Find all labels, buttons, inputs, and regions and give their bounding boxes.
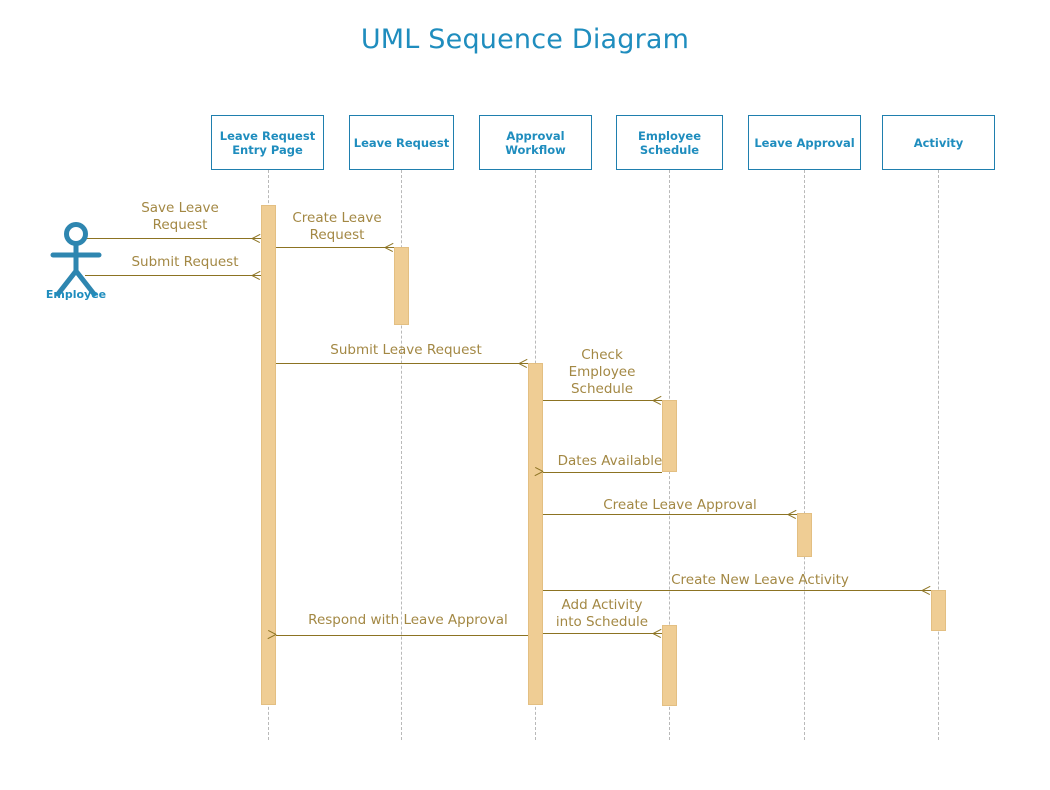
lifeline-stem-leave-approval [804,170,805,740]
message-label-add-activity-into-schedule: Add Activity into Schedule [555,597,649,630]
activation-bar-leave-request [394,247,409,325]
activation-bar-employee-schedule-1 [662,400,677,472]
activation-bar-approval-workflow [528,363,543,705]
lifeline-label-entry-page: Leave Request Entry Page [219,128,316,157]
activation-bar-entry-page [261,205,276,705]
message-line-respond-with-leave-approval [276,635,528,636]
activation-bar-employee-schedule-2 [662,625,677,706]
lifeline-label-leave-request: Leave Request [353,135,450,150]
lifeline-stem-leave-request [401,170,402,740]
activation-bar-activity [931,590,946,631]
lifeline-header-leave-request[interactable]: Leave Request [349,115,454,170]
lifeline-header-entry-page[interactable]: Leave Request Entry Page [211,115,324,170]
message-line-create-leave-approval [543,514,797,515]
lifeline-stem-activity [938,170,939,740]
arrow-head-add-activity-into-schedule [653,633,662,642]
lifeline-header-approval-workflow[interactable]: Approval Workflow [479,115,592,170]
arrow-head-dates-available [543,472,552,481]
page-title: UML Sequence Diagram [360,24,690,55]
lifeline-header-leave-approval[interactable]: Leave Approval [748,115,861,170]
lifeline-label-employee-schedule: Employee Schedule [637,128,701,157]
lifeline-label-leave-approval: Leave Approval [754,135,855,150]
message-line-create-new-leave-activity [543,590,931,591]
arrow-head-create-leave-approval [788,514,797,523]
message-label-submit-leave-request: Submit Leave Request [330,342,482,358]
message-label-respond-with-leave-approval: Respond with Leave Approval [308,612,508,628]
message-line-submit-leave-request [276,363,528,364]
lifeline-header-activity[interactable]: Activity [882,115,995,170]
message-label-check-employee-schedule: Check Employee Schedule [568,347,636,397]
message-label-dates-available: Dates Available [557,453,663,469]
arrow-head-create-new-leave-activity [922,590,931,599]
lifeline-label-activity: Activity [913,135,964,150]
lifeline-label-approval-workflow: Approval Workflow [505,128,566,157]
message-label-create-leave-request: Create Leave Request [292,210,382,243]
arrow-head-save-leave-request [252,238,261,247]
arrow-head-check-employee-schedule [653,400,662,409]
arrow-head-submit-leave-request [519,363,528,372]
arrow-head-respond-with-leave-approval [276,635,285,644]
activation-bar-leave-approval [797,513,812,557]
arrow-head-submit-request [252,275,261,284]
message-label-save-leave-request: Save Leave Request [141,200,219,233]
stick-figure-actor-icon[interactable] [48,222,104,304]
arrow-head-create-leave-request [385,247,394,256]
lifeline-header-employee-schedule[interactable]: Employee Schedule [616,115,723,170]
message-label-submit-request: Submit Request [131,254,239,270]
message-label-create-leave-approval: Create Leave Approval [603,497,757,513]
message-line-check-employee-schedule [543,400,662,401]
message-line-create-leave-request [276,247,394,248]
message-line-save-leave-request [85,238,261,239]
message-line-dates-available [543,472,662,473]
message-line-submit-request [85,275,261,276]
actor-label-employee: Employee [45,288,107,301]
message-line-add-activity-into-schedule [543,633,662,634]
message-label-create-new-leave-activity: Create New Leave Activity [671,572,849,588]
